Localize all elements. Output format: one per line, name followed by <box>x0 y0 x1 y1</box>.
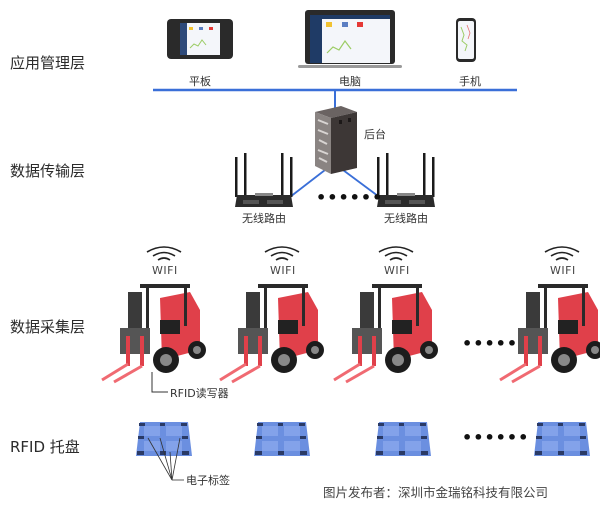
forklift-ellipsis: •••••• <box>462 334 530 353</box>
router-left <box>233 153 295 209</box>
pc-label: 电脑 <box>339 75 361 88</box>
server-device <box>313 104 359 176</box>
forklift-unit-1: WIFI <box>100 244 210 384</box>
server-icon <box>315 106 357 174</box>
forklift-icon <box>333 284 438 384</box>
laptop-device <box>295 9 405 69</box>
forklift-unit-3: WIFI <box>332 244 442 384</box>
server-to-router-right-line <box>342 169 379 197</box>
phone-device <box>455 17 477 63</box>
wifi-icon <box>264 246 300 261</box>
rfid-pallet-3 <box>375 422 431 456</box>
wifi-label: WIFI <box>550 264 576 277</box>
router-icon <box>377 153 435 207</box>
forklift-icon <box>101 284 206 384</box>
forklift-unit-2: WIFI <box>218 244 328 384</box>
layer-label-application: 应用管理层 <box>10 54 86 72</box>
laptop-icon <box>298 10 402 68</box>
phone-label: 手机 <box>459 75 481 88</box>
rfid-pallet-4 <box>534 422 590 456</box>
wifi-label: WIFI <box>152 264 178 277</box>
router-left-label: 无线路由 <box>242 212 286 225</box>
router-icon <box>235 153 293 207</box>
server-label: 后台 <box>364 128 386 141</box>
server-to-router-left-line <box>289 169 326 198</box>
rfid-pallet-2 <box>254 422 310 456</box>
tablet-label: 平板 <box>189 75 211 88</box>
wifi-label: WIFI <box>384 264 410 277</box>
wifi-label: WIFI <box>270 264 296 277</box>
forklift-unit-4: WIFI <box>498 244 600 384</box>
pallet-ellipsis: •••••• <box>462 428 530 447</box>
forklift-icon <box>219 284 324 384</box>
tablet-device <box>166 18 234 60</box>
layer-label-collection: 数据采集层 <box>10 318 86 336</box>
router-right-label: 无线路由 <box>384 212 428 225</box>
phone-icon <box>456 18 476 62</box>
layer-label-rfid-pallet: RFID 托盘 <box>10 438 80 456</box>
router-ellipsis: •••••• <box>316 188 384 207</box>
forklift-icon <box>499 284 600 384</box>
rfid-reader-label: RFID读写器 <box>170 387 229 400</box>
layer-label-transmission: 数据传输层 <box>10 162 86 180</box>
wifi-icon <box>378 246 414 261</box>
tablet-icon <box>167 19 233 59</box>
wifi-icon <box>146 246 182 261</box>
wifi-icon <box>544 246 580 261</box>
electronic-tag-label: 电子标签 <box>186 474 230 487</box>
publisher-credit: 图片发布者：深圳市金瑞铭科技有限公司 <box>323 485 549 500</box>
router-right <box>375 153 437 209</box>
